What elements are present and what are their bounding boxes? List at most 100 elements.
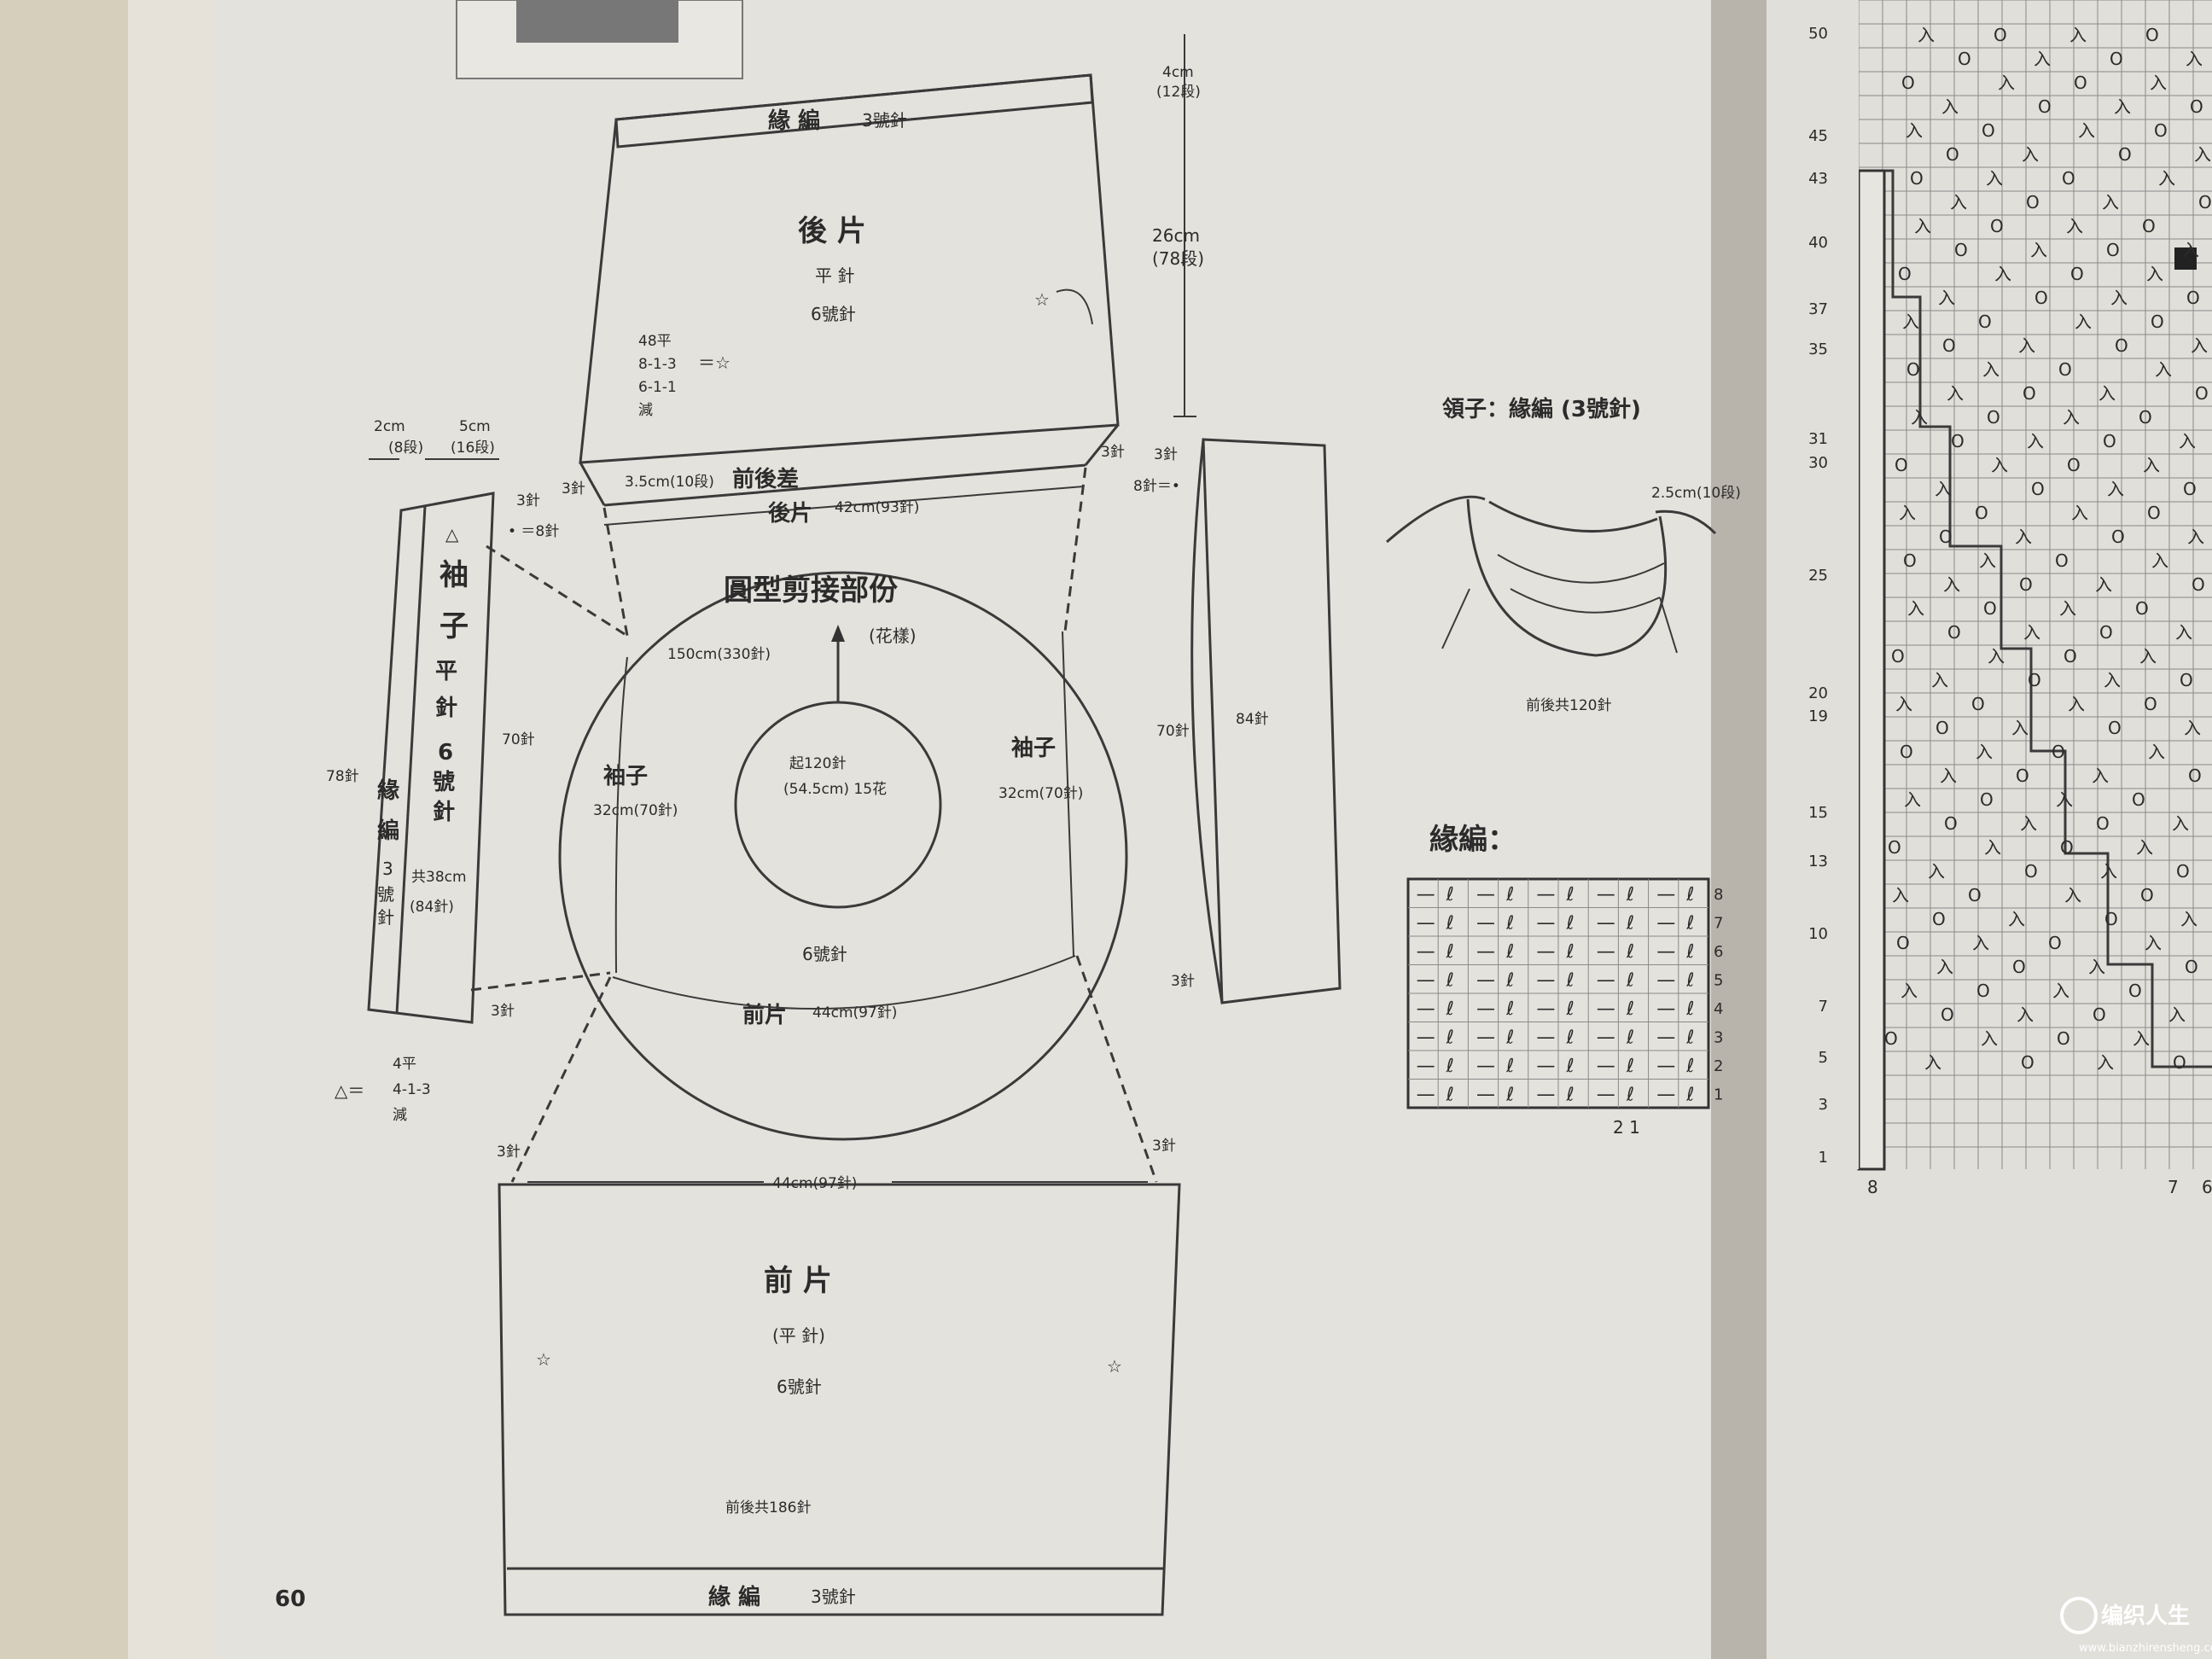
left-sleeve-border-line bbox=[395, 505, 427, 1015]
right-sleeve-bottom-sts: 3針 bbox=[1171, 973, 1195, 990]
lace-cell-symbol: O bbox=[2139, 407, 2152, 428]
edging-cell-symbol: — bbox=[1417, 969, 1435, 991]
sleeve-right-sts: 70針 bbox=[502, 731, 535, 748]
edging-cell-symbol: — bbox=[1476, 1056, 1495, 1077]
lace-cell-symbol: 入 bbox=[1931, 670, 1948, 690]
yoke-left-seam bbox=[614, 656, 628, 974]
connector-lines bbox=[470, 467, 1158, 1183]
lace-cell-symbol: 入 bbox=[2187, 527, 2204, 547]
lace-cell-symbol: 入 bbox=[1938, 288, 1955, 308]
edging-cell-symbol: — bbox=[1656, 1084, 1675, 1105]
edging-cell-symbol: — bbox=[1536, 941, 1555, 963]
edging-cell-symbol: — bbox=[1656, 884, 1675, 905]
edging-cell-symbol: — bbox=[1417, 1027, 1435, 1048]
lace-cell-symbol: 入 bbox=[2146, 264, 2163, 284]
lace-cell-symbol: O bbox=[2145, 25, 2159, 45]
lace-cell-symbol: 入 bbox=[2182, 240, 2199, 260]
back-star-icon: ☆ bbox=[1034, 289, 1050, 310]
lace-row-label: 31 bbox=[1808, 430, 1828, 448]
edging-cell-symbol: ℓ bbox=[1566, 1056, 1575, 1077]
right-sleeve-outer: 84針 bbox=[1236, 711, 1269, 728]
lace-cell-symbol: O bbox=[2038, 96, 2052, 117]
lace-row-label: 19 bbox=[1808, 707, 1828, 725]
main-dim: 26cm bbox=[1152, 225, 1200, 246]
edging-cell-symbol: ℓ bbox=[1446, 884, 1454, 905]
lace-cell-symbol: 入 bbox=[1907, 598, 1924, 619]
right-sleeve: 3針 8針＝• 70針 84針 3針 bbox=[1133, 438, 1342, 1004]
lace-cell-symbol: 入 bbox=[1906, 120, 1923, 141]
yoke-outer-circle bbox=[558, 571, 1128, 1141]
lace-cell-symbol: O bbox=[2021, 1052, 2034, 1073]
collar-depth: 2.5cm(10段) bbox=[1651, 485, 1741, 502]
edging-cell-symbol: — bbox=[1476, 969, 1495, 991]
sleeve-w1: 2cm bbox=[374, 418, 405, 435]
front-right-sts: 3針 bbox=[1152, 1138, 1176, 1155]
yoke-cast-on-detail: (54.5cm) 15花 bbox=[783, 781, 887, 798]
back-width-label: 後片 bbox=[768, 500, 812, 527]
edging-cell-symbol: ℓ bbox=[1446, 969, 1454, 991]
lace-cell-symbol: 入 bbox=[1981, 1028, 1998, 1049]
lace-cell-symbol: O bbox=[2106, 240, 2120, 260]
lace-cell-symbol: O bbox=[2062, 168, 2075, 189]
edging-row-number: 3 bbox=[1714, 1028, 1723, 1046]
front-star-left-icon: ☆ bbox=[536, 1349, 551, 1370]
sleeve-left-sts: 78針 bbox=[326, 768, 359, 785]
lace-cell-symbol: O bbox=[2052, 742, 2065, 762]
edging-title: 緣編： bbox=[1429, 823, 1516, 857]
right-sleeve-outline bbox=[1202, 438, 1342, 1004]
collar-side-left bbox=[1441, 588, 1470, 649]
edging-cell-symbol: — bbox=[1417, 1056, 1435, 1077]
lace-cell-symbol: 入 bbox=[2194, 144, 2211, 165]
back-right-sts: 3針 bbox=[1101, 444, 1125, 461]
right-sleeve-top-sts: 3針 bbox=[1154, 446, 1178, 463]
lace-cell-symbol: O bbox=[2060, 837, 2074, 858]
lace-cell-symbol: 入 bbox=[1892, 885, 1909, 905]
edging-cell-symbol: — bbox=[1656, 1056, 1675, 1077]
lace-cell-symbol: 入 bbox=[2148, 742, 2165, 762]
photo-thumbnail-image bbox=[516, 0, 678, 43]
collar-low-curve bbox=[1510, 588, 1661, 614]
lace-cell-symbol: 入 bbox=[2100, 861, 2117, 882]
edging-cell-symbol: ℓ bbox=[1626, 1084, 1634, 1105]
lace-cell-symbol: O bbox=[1884, 1028, 1898, 1049]
front-border-label: 緣 編 bbox=[708, 1584, 760, 1610]
lace-row-label: 3 bbox=[1819, 1096, 1828, 1114]
lace-cell-symbol: 入 bbox=[2011, 718, 2029, 738]
front-stitch: (平 針) bbox=[772, 1325, 825, 1346]
edging-cell-symbol: — bbox=[1476, 941, 1495, 963]
edging-cell-symbol: ℓ bbox=[1626, 912, 1634, 934]
lace-cell-symbol: O bbox=[2144, 694, 2157, 714]
lace-cell-symbol: 入 bbox=[2059, 598, 2076, 619]
collar-shoulder-left bbox=[1386, 495, 1486, 544]
lace-cell-symbol: O bbox=[2132, 789, 2145, 810]
edging-cell-symbol: ℓ bbox=[1566, 912, 1575, 934]
edging-cell-symbol: — bbox=[1597, 998, 1615, 1020]
lace-cell-symbol: 入 bbox=[1950, 192, 1967, 212]
back-border-needle: 3號針 bbox=[862, 110, 907, 131]
lace-cell-symbol: 入 bbox=[2018, 335, 2035, 356]
lace-cell-symbol: O bbox=[1976, 981, 1990, 1001]
lace-cell-symbol: O bbox=[2024, 861, 2038, 882]
edging-cell-symbol: ℓ bbox=[1505, 1084, 1514, 1105]
connector-sleeve-top bbox=[486, 544, 628, 637]
back-height-dimension: 4cm (12段) 26cm (78段) bbox=[1152, 34, 1204, 417]
lace-cell-symbol: O bbox=[1954, 240, 1968, 260]
lace-cell-symbol: 入 bbox=[1984, 837, 2001, 858]
lace-cell-symbol: O bbox=[2028, 670, 2041, 690]
lace-cell-symbol: 入 bbox=[2114, 96, 2131, 117]
lace-cell-symbol: O bbox=[2183, 479, 2197, 499]
edging-cell-symbol: ℓ bbox=[1505, 912, 1514, 934]
sleeve-total: 共38cm bbox=[411, 869, 467, 886]
lace-row-label: 40 bbox=[1808, 234, 1828, 252]
back-dec-2: 8-1-3 bbox=[638, 356, 677, 373]
watermark: 编织人生 www.bianzhirensheng.com bbox=[2060, 1597, 2212, 1655]
edging-cell-symbol: — bbox=[1656, 969, 1675, 991]
lace-cell-symbol: O bbox=[2023, 383, 2036, 404]
sleeve-border-needle-3: 針 bbox=[377, 907, 394, 928]
edging-row-number: 1 bbox=[1714, 1086, 1723, 1103]
edging-cell-symbol: — bbox=[1597, 1084, 1615, 1105]
connector-back-right bbox=[1063, 467, 1087, 632]
right-sleeve-curve bbox=[1190, 439, 1224, 1004]
